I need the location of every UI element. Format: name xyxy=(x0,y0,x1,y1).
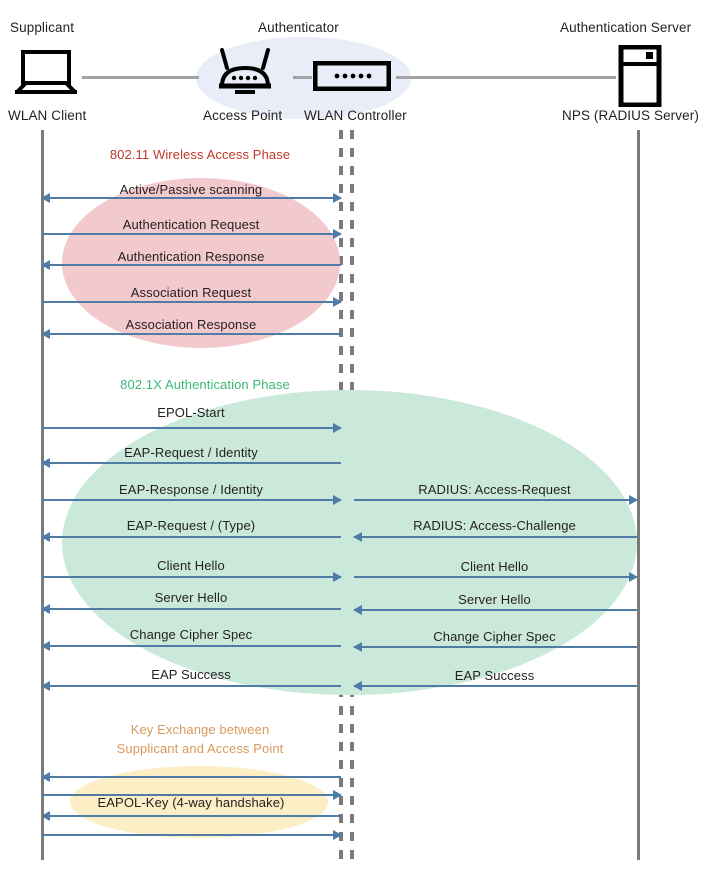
message-label-client-hello-right: Client Hello xyxy=(460,559,529,574)
message-label-eap-request-type: EAP-Request / (Type) xyxy=(126,518,256,533)
actor-name-nps-radius-server: NPS (RADIUS Server) xyxy=(562,108,699,123)
message-label-association-request: Association Request xyxy=(130,285,252,300)
message-arrow-authentication-request xyxy=(42,228,342,240)
actor-role-supplicant: Supplicant xyxy=(10,20,75,35)
message-label-change-cipher-spec-left: Change Cipher Spec xyxy=(129,627,253,642)
message-label-eap-request-identity: EAP-Request / Identity xyxy=(124,445,258,460)
lifeline-supplicant xyxy=(41,130,44,860)
message-arrow-eap-request-identity xyxy=(41,457,341,469)
network-controller-icon xyxy=(312,60,392,96)
wireless-router-icon xyxy=(216,48,274,103)
message-label-eap-success-right: EAP Success xyxy=(454,668,535,683)
message-label-eapol-key-4way-handshake: EAPOL-Key (4-way handshake) xyxy=(97,795,285,810)
message-arrow-authentication-response xyxy=(41,259,341,271)
message-label-server-hello-right: Server Hello xyxy=(458,592,531,607)
phase-title-802-1x-authentication: 802.1X Authentication Phase xyxy=(120,377,290,392)
message-label-eap-response-identity: EAP-Response / Identity xyxy=(119,482,263,497)
message-label-radius-access-challenge: RADIUS: Access-Challenge xyxy=(413,518,576,533)
message-arrow-eapol-key-4 xyxy=(42,829,342,841)
laptop-icon xyxy=(12,50,80,103)
message-arrow-active-passive-scanning xyxy=(41,192,342,204)
message-arrow-eapol-key-1 xyxy=(41,771,341,783)
server-rack-icon xyxy=(618,44,662,112)
message-arrow-server-hello-right xyxy=(353,604,637,616)
phase-title-key-exchange: Key Exchange between Supplicant and Acce… xyxy=(116,722,284,756)
message-arrow-association-response xyxy=(41,328,341,340)
message-arrow-eapol-key-2 xyxy=(42,789,342,801)
message-label-server-hello-left: Server Hello xyxy=(154,590,228,605)
message-label-client-hello-left: Client Hello xyxy=(157,558,225,573)
actor-role-authentication-server: Authentication Server xyxy=(560,20,692,35)
actor-name-access-point: Access Point xyxy=(203,108,283,123)
phase-ellipse-key-exchange xyxy=(70,766,328,838)
message-arrow-eapol-key-3 xyxy=(41,810,341,822)
message-label-change-cipher-spec-right: Change Cipher Spec xyxy=(433,629,556,644)
message-arrow-eap-success-left xyxy=(41,680,341,692)
message-label-authentication-response: Authentication Response xyxy=(117,249,265,264)
actor-name-wlan-client: WLAN Client xyxy=(8,108,87,123)
message-arrow-association-request xyxy=(42,296,342,308)
message-label-radius-access-request: RADIUS: Access-Request xyxy=(418,482,571,497)
message-label-eap-success-left: EAP Success xyxy=(151,667,231,682)
message-arrow-radius-access-request xyxy=(354,494,638,506)
message-label-authentication-request: Authentication Request xyxy=(122,217,260,232)
lifeline-authentication-server xyxy=(637,130,640,860)
message-arrow-server-hello-left xyxy=(41,603,341,615)
wire-controller-to-server xyxy=(396,76,616,79)
message-arrow-radius-access-challenge xyxy=(353,531,637,543)
message-arrow-change-cipher-spec-right xyxy=(353,641,637,653)
message-arrow-eap-success-right xyxy=(353,680,637,692)
message-label-association-response: Association Response xyxy=(125,317,257,332)
phase-title-802-11-wireless-access: 802.11 Wireless Access Phase xyxy=(109,147,291,162)
message-arrow-client-hello-right xyxy=(354,571,638,583)
message-arrow-client-hello-left xyxy=(42,571,342,583)
wire-ap-to-controller xyxy=(293,76,312,79)
actor-role-authenticator: Authenticator xyxy=(258,20,339,35)
actor-name-wlan-controller: WLAN Controller xyxy=(304,108,407,123)
phase-ellipse-802-11-wireless-access xyxy=(62,178,340,348)
wire-client-to-ap xyxy=(82,76,199,79)
phase-ellipse-802-1x-authentication xyxy=(62,390,637,695)
message-arrow-change-cipher-spec-left xyxy=(41,640,341,652)
message-label-active-passive-scanning: Active/Passive scanning xyxy=(119,182,263,197)
message-label-epol-start: EPOL-Start xyxy=(157,405,225,420)
message-arrow-epol-start xyxy=(42,422,342,434)
message-arrow-eap-response-identity xyxy=(42,494,342,506)
message-arrow-eap-request-type xyxy=(41,531,341,543)
